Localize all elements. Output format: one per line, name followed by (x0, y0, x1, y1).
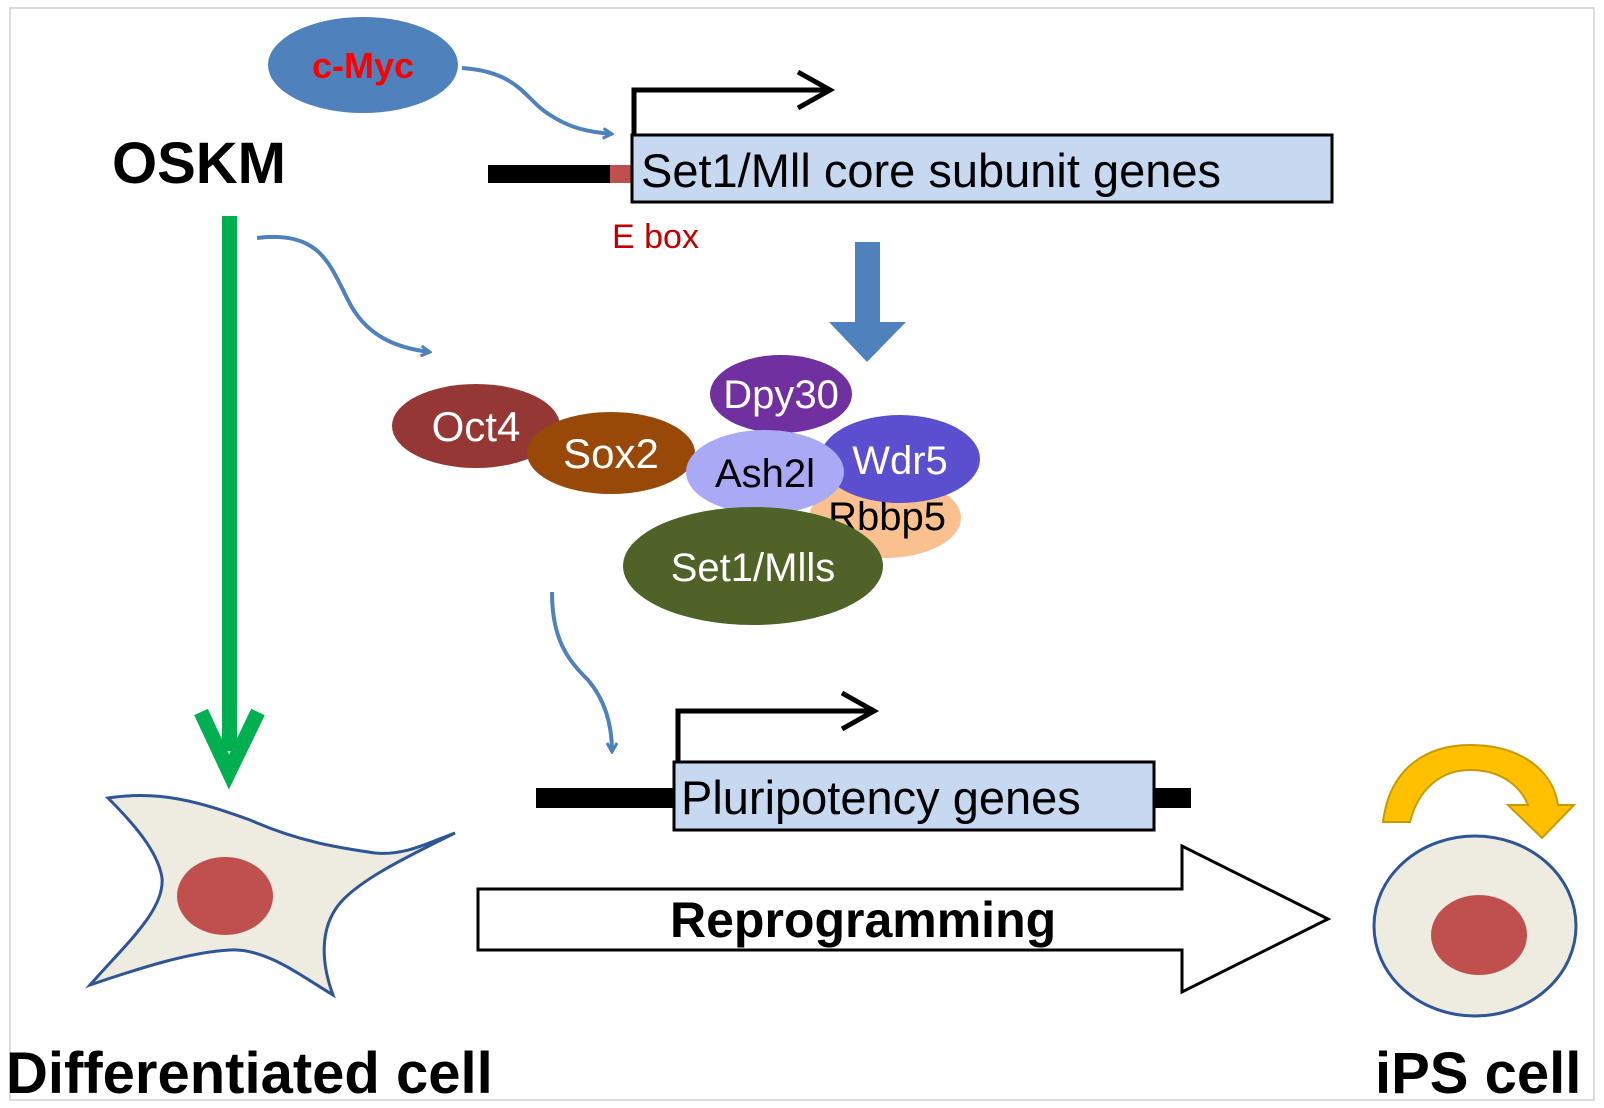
set1-mlls-ellipse (623, 507, 883, 625)
ips-cell-label: iPS cell (1375, 1041, 1581, 1106)
ash2l-ellipse (686, 430, 844, 514)
differentiated-cell-label: Differentiated cell (6, 1041, 493, 1106)
pluripotency-promoter-arrowhead (840, 690, 880, 732)
set1-gene-label: Set1/Mll core subunit genes (641, 144, 1221, 197)
c-myc-label: c-Myc (312, 45, 414, 86)
c-myc-ellipse (268, 17, 458, 113)
set1-gene-line (488, 165, 610, 183)
wdr5-ellipse (820, 415, 980, 503)
c-myc-to-ebox-arrow (461, 66, 612, 134)
reprogramming-arrow (476, 843, 1332, 995)
complex-to-pluripotency-arrow (550, 591, 612, 752)
oskm-to-oct4-arrow (256, 234, 430, 352)
self-renewal-arrow (1381, 743, 1577, 840)
set1-promoter-arrowhead (796, 69, 836, 111)
sox2-label: Sox2 (563, 430, 659, 477)
set1-mlls-label: Set1/Mlls (671, 546, 836, 590)
sox2-ellipse (527, 412, 695, 494)
ips-cell-nucleus (1431, 895, 1527, 975)
oct4-label: Oct4 (432, 403, 521, 450)
e-box-label: E box (612, 218, 699, 256)
pluripotency-gene-box (672, 760, 1156, 832)
set1-promoter-arrow (631, 87, 826, 135)
differentiated-cell-nucleus (177, 857, 273, 935)
green-arrow-shaft (222, 216, 237, 751)
oskm-label: OSKM (112, 131, 286, 196)
wdr5-label: Wdr5 (852, 439, 948, 483)
reprogramming-label: Reprogramming (670, 892, 1056, 948)
pluripotency-promoter-arrow (675, 708, 870, 762)
green-arrow-head (194, 708, 265, 790)
ash2l-label: Ash2l (715, 452, 815, 496)
e-box-marker (610, 165, 632, 183)
oct4-ellipse (392, 384, 560, 468)
pluripotency-gene-label: Pluripotency genes (681, 771, 1081, 824)
dpy30-ellipse (710, 355, 852, 433)
set1-gene-box (630, 133, 1334, 204)
expression-block-arrow (829, 242, 906, 362)
dpy30-label: Dpy30 (723, 373, 839, 417)
